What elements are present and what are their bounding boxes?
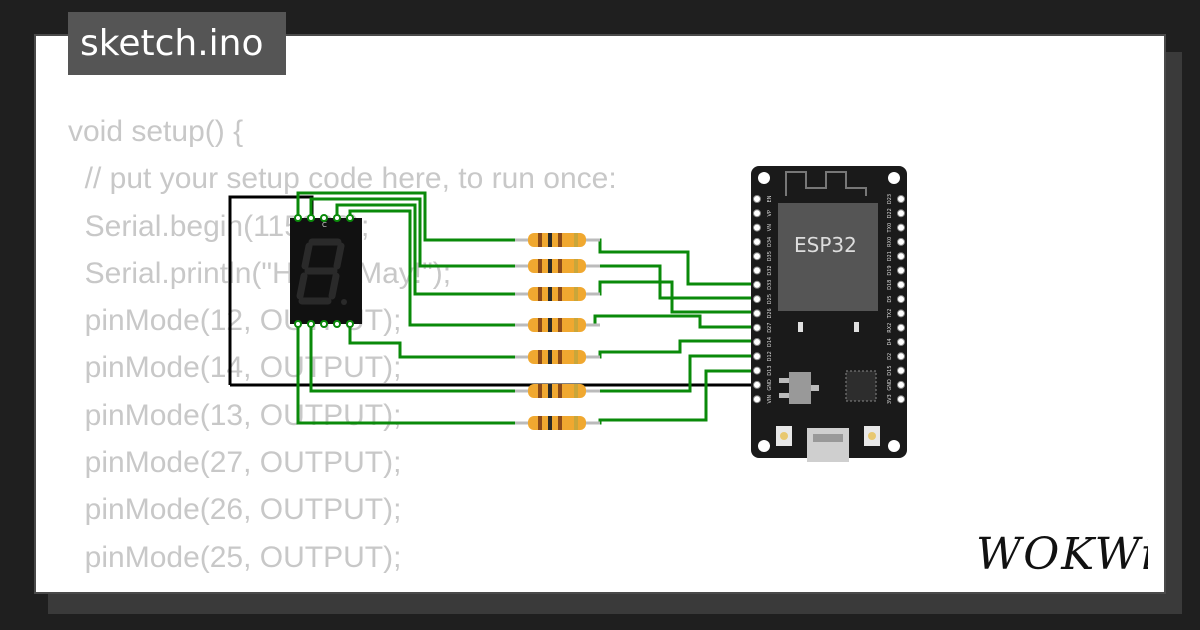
esp32-pin[interactable]: [897, 223, 905, 232]
esp32-pin-label: D33: [767, 280, 773, 290]
code-line[interactable]: pinMode(26, OUTPUT);: [84, 493, 402, 527]
esp32-pin-label: D12: [767, 351, 773, 361]
esp32-pin[interactable]: [753, 352, 761, 361]
esp32-pin-label: D35: [767, 251, 773, 261]
esp32-pin[interactable]: [897, 237, 905, 246]
esp32-pin-label: D22: [887, 208, 893, 218]
esp32-pin[interactable]: [753, 366, 761, 375]
resistor[interactable]: [515, 318, 600, 332]
resistor[interactable]: [515, 233, 600, 247]
esp32-pin[interactable]: [897, 295, 905, 304]
esp32-pin-label: D26: [767, 308, 773, 318]
seven-segment-display[interactable]: C: [290, 214, 362, 328]
esp32-board[interactable]: ESP32 ENVPVND34D35D32D33D25D26D27D14D12D…: [751, 166, 907, 462]
esp32-pin[interactable]: [897, 380, 905, 389]
resistor[interactable]: [515, 416, 600, 430]
usb-port: [807, 428, 849, 462]
esp32-chip: [778, 203, 878, 311]
segment-common-label: C: [322, 221, 327, 229]
esp32-pin-label: D21: [887, 251, 893, 261]
esp32-pin[interactable]: [897, 395, 905, 404]
esp32-pin-label: EN: [767, 195, 773, 202]
esp32-pin[interactable]: [897, 323, 905, 332]
code-line[interactable]: void setup() {: [68, 115, 244, 148]
signal-wires: [296, 191, 755, 425]
code-line[interactable]: pinMode(27, OUTPUT);: [84, 446, 402, 480]
esp32-pin-label: GND: [887, 379, 893, 391]
esp32-pin-label: D23: [887, 194, 893, 204]
esp32-pin-label: TX2: [887, 309, 893, 320]
esp32-pin-label: D5: [887, 296, 893, 303]
resistor[interactable]: [515, 350, 600, 364]
esp32-pin-label: D32: [767, 265, 773, 275]
esp32-pin-label: D34: [767, 237, 773, 247]
esp32-pin-label: TX0: [887, 223, 893, 234]
code-line[interactable]: pinMode(25, OUTPUT);: [84, 540, 402, 574]
esp32-pin-label: D25: [767, 294, 773, 304]
esp32-pin-label: GND: [767, 379, 773, 391]
esp32-pin-label: D15: [887, 365, 893, 375]
esp32-pin[interactable]: [897, 252, 905, 261]
esp32-pin[interactable]: [753, 295, 761, 304]
esp32-pin-label: VN: [767, 224, 773, 231]
esp32-pin-label: VP: [767, 210, 773, 216]
esp32-label: ESP32: [794, 233, 857, 257]
esp32-pin[interactable]: [897, 195, 905, 203]
esp32-pin-label: VIN: [767, 395, 773, 404]
resistor[interactable]: [515, 259, 600, 273]
esp32-pin-label: D14: [767, 337, 773, 347]
esp32-pin-label: D2: [887, 353, 893, 360]
esp32-pin[interactable]: [753, 323, 761, 332]
esp32-pin-label: D18: [887, 280, 893, 290]
esp32-pin[interactable]: [753, 338, 761, 346]
esp32-pin[interactable]: [897, 338, 905, 346]
esp32-pin-label: D4: [887, 338, 893, 345]
preview-card: void setup() { // put your setup code he…: [34, 34, 1166, 594]
esp32-pin[interactable]: [897, 266, 905, 275]
esp32-pin[interactable]: [753, 395, 761, 404]
wokwi-logo-text: WOKWi: [976, 529, 1148, 580]
esp32-pin-label: D19: [887, 265, 893, 275]
esp32-pin[interactable]: [753, 195, 761, 203]
esp32-pin-label: RX0: [887, 237, 893, 247]
esp32-pin[interactable]: [753, 280, 761, 289]
resistor[interactable]: [515, 384, 600, 398]
esp32-pin[interactable]: [897, 366, 905, 375]
esp32-pin[interactable]: [753, 237, 761, 246]
esp32-pin[interactable]: [897, 352, 905, 361]
wokwi-logo: WOKWi: [976, 529, 1148, 580]
esp32-pin[interactable]: [753, 380, 761, 389]
esp32-pin-label: 3V3: [887, 394, 893, 404]
code-line[interactable]: // put your setup code here, to run once…: [84, 162, 617, 196]
esp32-pin[interactable]: [753, 223, 761, 232]
esp32-pin[interactable]: [753, 209, 761, 218]
code-line[interactable]: pinMode(12, OUTPUT);: [84, 304, 402, 338]
esp32-pin[interactable]: [753, 266, 761, 275]
esp32-pin-label: D27: [767, 323, 773, 333]
file-tab[interactable]: sketch.ino: [68, 12, 286, 75]
esp32-pin[interactable]: [897, 209, 905, 218]
code-line[interactable]: pinMode(33, OUTPUT);: [68, 588, 402, 592]
code-line[interactable]: pinMode(13, OUTPUT);: [84, 398, 402, 432]
esp32-pin[interactable]: [753, 252, 761, 261]
esp32-pin-label: D13: [767, 365, 773, 375]
resistor[interactable]: [515, 287, 600, 301]
code-line[interactable]: pinMode(14, OUTPUT);: [84, 351, 402, 385]
esp32-pin[interactable]: [753, 309, 761, 318]
esp32-pin-label: RX2: [887, 323, 893, 333]
resistors: [515, 233, 600, 430]
esp32-pin[interactable]: [897, 280, 905, 289]
esp32-pin[interactable]: [897, 309, 905, 318]
